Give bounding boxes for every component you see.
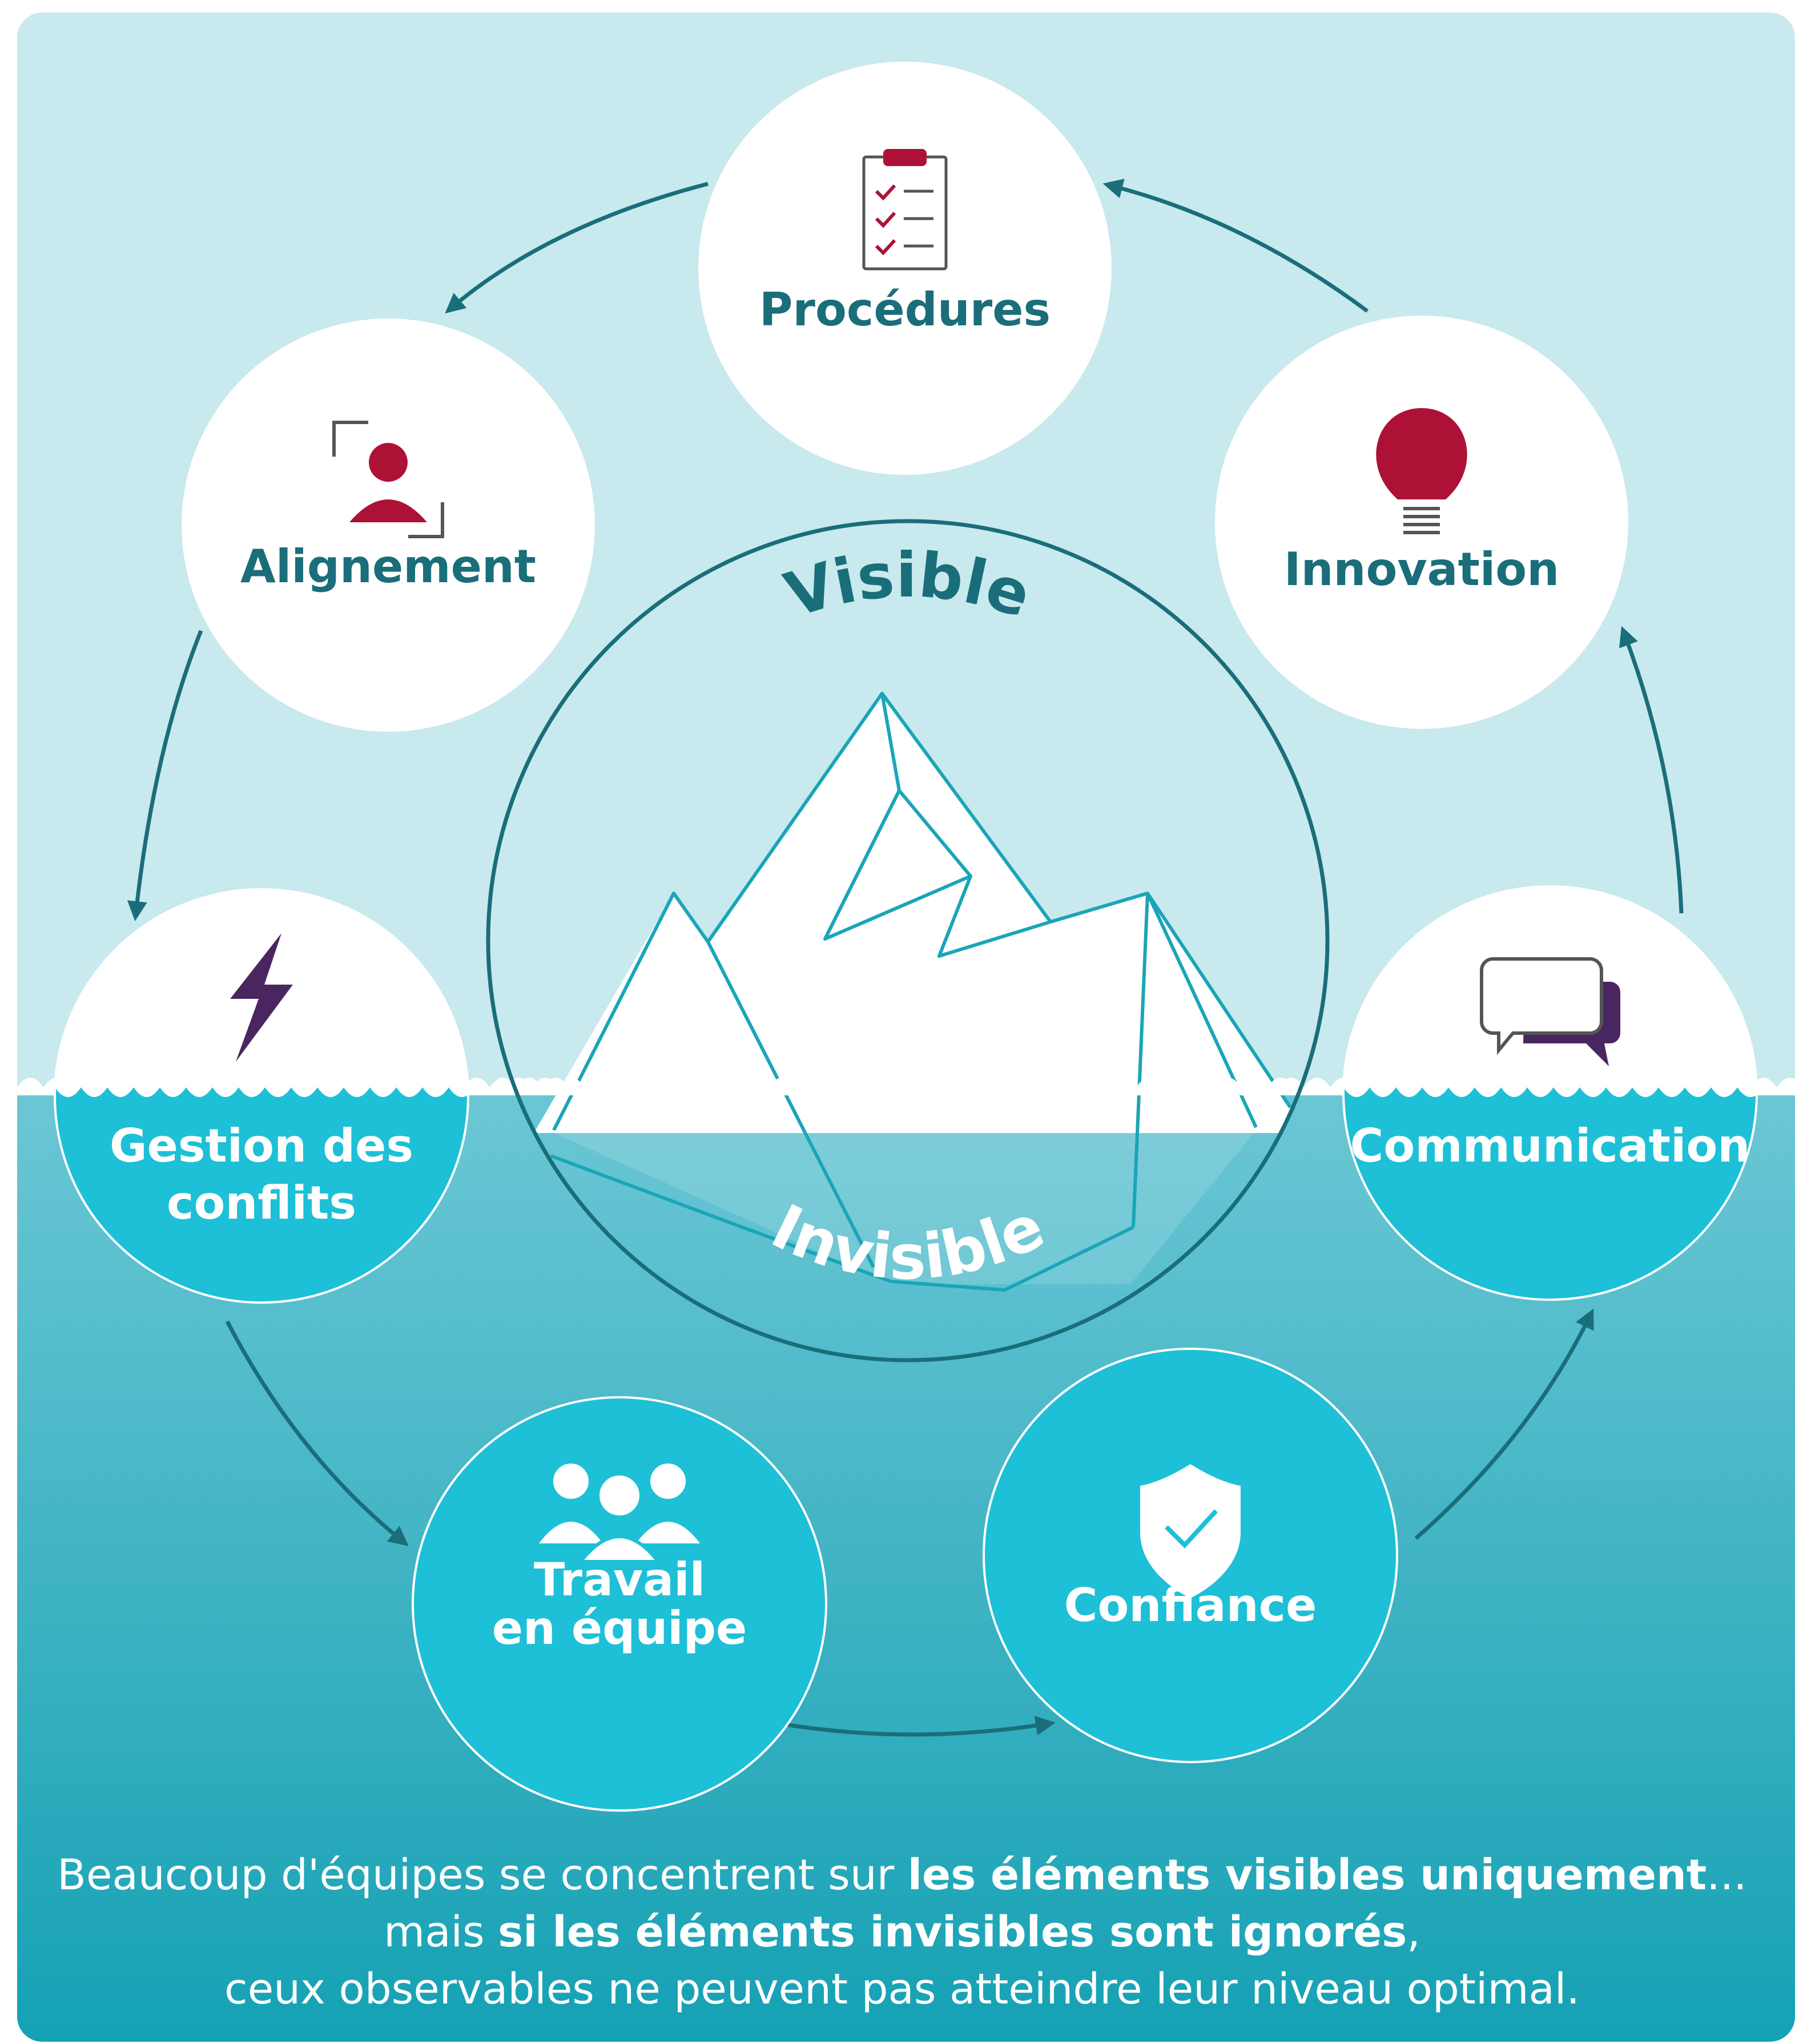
iceberg	[534, 692, 1296, 1292]
lightbulb-icon	[1376, 408, 1467, 534]
arrow-gestion-to-travail	[225, 1320, 409, 1546]
caption: Beaucoup d'équipes se concentrent sur le…	[57, 1851, 1747, 2014]
node-procedures: Procédures	[698, 62, 1112, 475]
central-circle-outline	[486, 519, 1330, 1362]
node-innovation: Innovation	[1215, 316, 1628, 729]
node-label-gestion: conflits	[167, 1176, 356, 1229]
arrow-alignement-to-gestion	[127, 630, 203, 921]
caption-line-2: mais si les éléments invisibles sont ign…	[384, 1908, 1420, 1957]
person-focus-icon	[332, 421, 444, 538]
node-circle	[182, 319, 595, 732]
node-label-alignement: Alignement	[240, 540, 536, 593]
node-confiance: Confiance	[983, 1348, 1398, 1763]
node-circle	[1215, 316, 1628, 729]
caption-line-3: ceux observables ne peuvent pas atteindr…	[224, 1965, 1580, 2014]
node-label-procedures: Procédures	[759, 283, 1051, 336]
shield-check-icon	[1140, 1464, 1241, 1598]
caption-line-1-bold: les éléments visibles uniquement	[908, 1851, 1707, 1900]
iceberg-facet-lines	[550, 692, 1292, 1292]
node-label-confiance: Confiance	[1064, 1579, 1317, 1632]
node-label-travail: Travail	[534, 1553, 705, 1606]
lightning-bolt-icon	[230, 933, 293, 1062]
node-label-communication: Communication	[1350, 1119, 1750, 1172]
clipboard-checklist-icon	[862, 149, 948, 271]
iceberg-body	[534, 694, 1296, 1133]
circle-waterline-waves	[488, 1078, 1327, 1095]
team-people-icon	[532, 1460, 707, 1563]
arrow-communication-to-innovation	[1619, 626, 1684, 914]
arrow-procedures-to-alignement	[445, 182, 709, 314]
node-alignement: Alignement	[182, 319, 595, 732]
node-label-innovation: Innovation	[1284, 543, 1559, 596]
speech-bubbles-icon	[1480, 957, 1620, 1066]
iceberg-underwater	[548, 1130, 1256, 1284]
arrow-innovation-to-procedures	[1102, 179, 1369, 313]
arrow-travail-to-confiance	[764, 1715, 1056, 1737]
caption-line-1-end: ...	[1707, 1851, 1747, 1900]
arrow-confiance-to-communication	[1414, 1308, 1594, 1540]
caption-line-1-normal: Beaucoup d'équipes se concentrent sur	[57, 1851, 908, 1900]
node-communication: Communication	[1342, 885, 1758, 1301]
caption-line-2-end: ,	[1407, 1908, 1420, 1957]
caption-line-1: Beaucoup d'équipes se concentrent sur le…	[57, 1851, 1747, 1900]
cycle-nodes: ProcéduresInnovationCommunicationConfian…	[54, 62, 1758, 1812]
node-circle	[412, 1396, 827, 1812]
caption-line-2-bold: si les éléments invisibles sont ignorés	[498, 1908, 1407, 1957]
cycle-arrows	[127, 179, 1684, 1737]
caption-line-2-normal: mais	[384, 1908, 498, 1957]
node-label-travail: en équipe	[492, 1602, 747, 1655]
node-label-gestion: Gestion des	[110, 1119, 413, 1172]
